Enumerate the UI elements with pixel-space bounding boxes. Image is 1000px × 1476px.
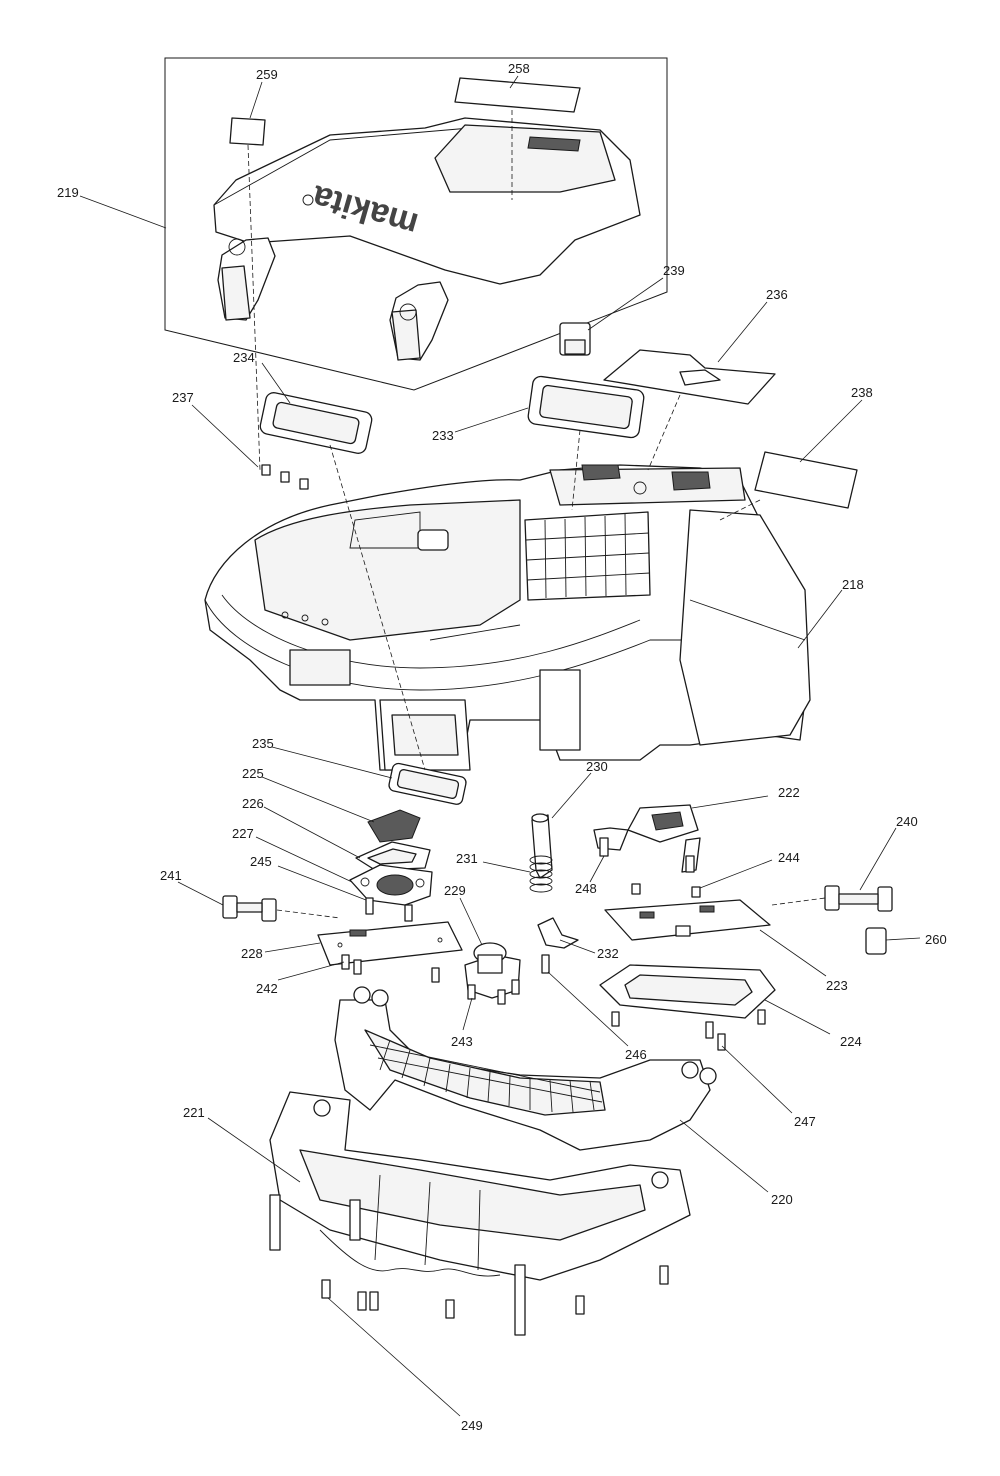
- part-232: [537, 917, 579, 949]
- callout-238: 238: [851, 385, 873, 400]
- frame-224: [599, 964, 776, 1019]
- cap-260: [865, 927, 887, 955]
- callout-218: 218: [842, 577, 864, 592]
- pcb-228: [317, 921, 463, 966]
- base-frame: [269, 1091, 691, 1336]
- callout-230: 230: [586, 759, 608, 774]
- screws-247: [611, 1009, 766, 1051]
- callout-236: 236: [766, 287, 788, 302]
- callout-259: 259: [256, 67, 278, 82]
- seal-226: [355, 841, 431, 871]
- switch-229: [464, 942, 521, 999]
- callout-224: 224: [840, 1034, 862, 1049]
- assembly-lines: [247, 110, 826, 919]
- screws-242: [341, 954, 440, 983]
- callout-229: 229: [444, 883, 466, 898]
- bumper-grille: [334, 986, 717, 1151]
- callout-225: 225: [242, 766, 264, 781]
- screws-245: [365, 897, 413, 922]
- callout-233: 233: [432, 428, 454, 443]
- connector-239: [559, 322, 591, 356]
- screws-243: [467, 979, 520, 1005]
- callout-219: 219: [57, 185, 79, 200]
- callout-labels: 259 258 219 239 236 234 237 233 238 218 …: [57, 61, 947, 1433]
- callout-246: 246: [625, 1047, 647, 1062]
- callout-234: 234: [233, 350, 255, 365]
- callout-223: 223: [826, 978, 848, 993]
- callout-241: 241: [160, 868, 182, 883]
- callout-247: 247: [794, 1114, 816, 1129]
- screw-222b: [685, 855, 695, 873]
- callout-235: 235: [252, 736, 274, 751]
- pin-230: [531, 813, 553, 879]
- callout-227: 227: [232, 826, 254, 841]
- connector-240: [824, 885, 893, 912]
- callout-243: 243: [451, 1034, 473, 1049]
- top-cover-group-frame: [164, 57, 668, 391]
- label-sticker-259: [229, 117, 266, 146]
- callout-237: 237: [172, 390, 194, 405]
- callout-260: 260: [925, 932, 947, 947]
- callout-258: 258: [508, 61, 530, 76]
- callout-226: 226: [242, 796, 264, 811]
- gasket-234: [259, 392, 373, 454]
- callout-221: 221: [183, 1105, 205, 1120]
- bracket-222: [593, 804, 701, 873]
- callout-245: 245: [250, 854, 272, 869]
- connector-241: [222, 895, 277, 922]
- callout-249: 249: [461, 1418, 483, 1433]
- spring-231: [529, 855, 553, 893]
- gasket-233: [527, 375, 645, 439]
- top-cover: makita: [213, 117, 641, 361]
- callout-248: 248: [575, 881, 597, 896]
- leader-lines: [79, 75, 921, 1417]
- screw-248: [599, 837, 609, 857]
- screws-237: [261, 464, 309, 490]
- pcb-223: [604, 899, 771, 941]
- callout-242: 242: [256, 981, 278, 996]
- label-238: [754, 451, 858, 509]
- screw-246: [541, 954, 550, 974]
- cap-225: [367, 809, 421, 843]
- callout-239: 239: [663, 263, 685, 278]
- gasket-235: [388, 762, 467, 805]
- callout-232: 232: [597, 946, 619, 961]
- callout-240: 240: [896, 814, 918, 829]
- screws-249: [321, 1265, 669, 1319]
- label-sticker-258: [454, 77, 581, 113]
- holder-227: [349, 864, 433, 906]
- screws-244: [631, 883, 701, 898]
- callout-222: 222: [778, 785, 800, 800]
- callout-244: 244: [778, 850, 800, 865]
- sheet-236: [603, 349, 776, 405]
- main-housing: [204, 464, 811, 771]
- callout-228: 228: [241, 946, 263, 961]
- callout-220: 220: [771, 1192, 793, 1207]
- callout-231: 231: [456, 851, 478, 866]
